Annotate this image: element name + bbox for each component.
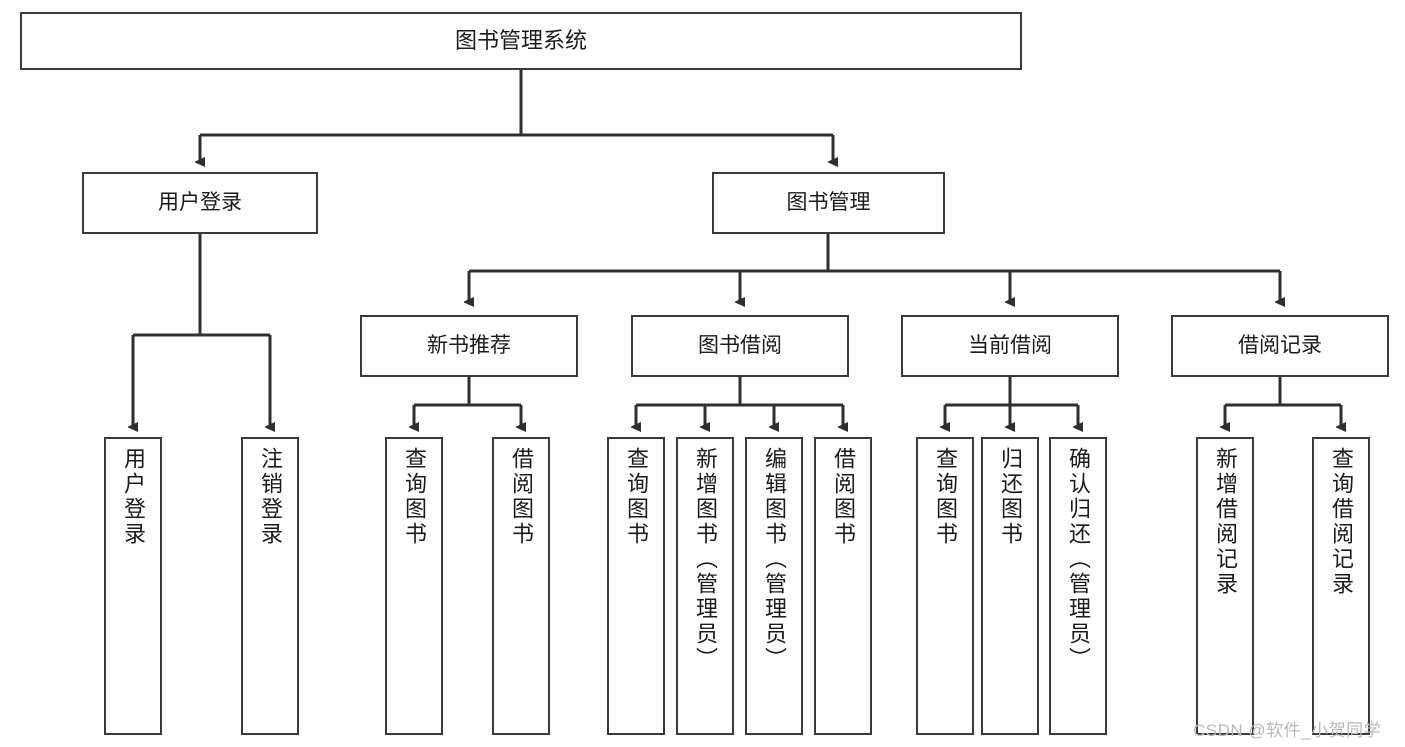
node-current-borrow-label: 当前借阅 <box>968 334 1052 358</box>
node-book-borrow-label: 图书借阅 <box>698 334 782 358</box>
node-current-borrow[interactable]: 当前借阅 <box>901 315 1119 377</box>
node-user-login-label: 用户登录 <box>158 191 242 215</box>
leaf-records-query-label: 查询借阅记录 <box>1329 447 1354 597</box>
node-book-management[interactable]: 图书管理 <box>712 172 945 234</box>
leaf-borrow-edit-book-label: 编辑图书（管理员） <box>762 447 787 672</box>
leaf-records-add-label: 新增借阅记录 <box>1213 447 1238 597</box>
node-new-book-recommend[interactable]: 新书推荐 <box>360 315 578 377</box>
leaf-new-book-borrow[interactable]: 借阅图书 <box>492 437 550 735</box>
leaf-new-book-borrow-label: 借阅图书 <box>509 447 534 547</box>
node-root[interactable]: 图书管理系统 <box>20 12 1022 70</box>
leaf-borrow-query-label: 查询图书 <box>624 447 649 547</box>
leaf-user-login-logout[interactable]: 注销登录 <box>241 437 299 735</box>
leaf-user-login-login-label: 用户登录 <box>121 447 146 547</box>
leaf-current-query[interactable]: 查询图书 <box>916 437 974 735</box>
leaf-new-book-query-label: 查询图书 <box>402 447 427 547</box>
leaf-records-query[interactable]: 查询借阅记录 <box>1312 437 1370 735</box>
leaf-borrow-borrow-book-label: 借阅图书 <box>831 447 856 547</box>
node-borrow-records[interactable]: 借阅记录 <box>1171 315 1389 377</box>
leaf-borrow-add-book-label: 新增图书（管理员） <box>693 447 718 672</box>
leaf-borrow-borrow-book[interactable]: 借阅图书 <box>814 437 872 735</box>
node-book-management-label: 图书管理 <box>786 191 871 215</box>
node-user-login[interactable]: 用户登录 <box>82 172 318 234</box>
leaf-new-book-query[interactable]: 查询图书 <box>385 437 443 735</box>
node-root-label: 图书管理系统 <box>454 27 587 53</box>
leaf-borrow-edit-book[interactable]: 编辑图书（管理员） <box>745 437 803 735</box>
leaf-user-login-logout-label: 注销登录 <box>258 447 283 547</box>
leaf-current-query-label: 查询图书 <box>933 447 958 547</box>
leaf-current-return-label: 归还图书 <box>998 447 1023 547</box>
leaf-current-return[interactable]: 归还图书 <box>981 437 1039 735</box>
leaf-user-login-login[interactable]: 用户登录 <box>104 437 162 735</box>
leaf-records-add[interactable]: 新增借阅记录 <box>1196 437 1254 735</box>
leaf-borrow-add-book[interactable]: 新增图书（管理员） <box>676 437 734 735</box>
node-new-book-recommend-label: 新书推荐 <box>427 334 511 358</box>
leaf-borrow-query[interactable]: 查询图书 <box>607 437 665 735</box>
leaf-current-confirm-return[interactable]: 确认归还（管理员） <box>1049 437 1107 735</box>
node-book-borrow[interactable]: 图书借阅 <box>631 315 849 377</box>
leaf-current-confirm-return-label: 确认归还（管理员） <box>1066 447 1091 672</box>
csdn-watermark: CSDN @软件_小贺同学 <box>1193 721 1382 740</box>
node-borrow-records-label: 借阅记录 <box>1238 334 1322 358</box>
